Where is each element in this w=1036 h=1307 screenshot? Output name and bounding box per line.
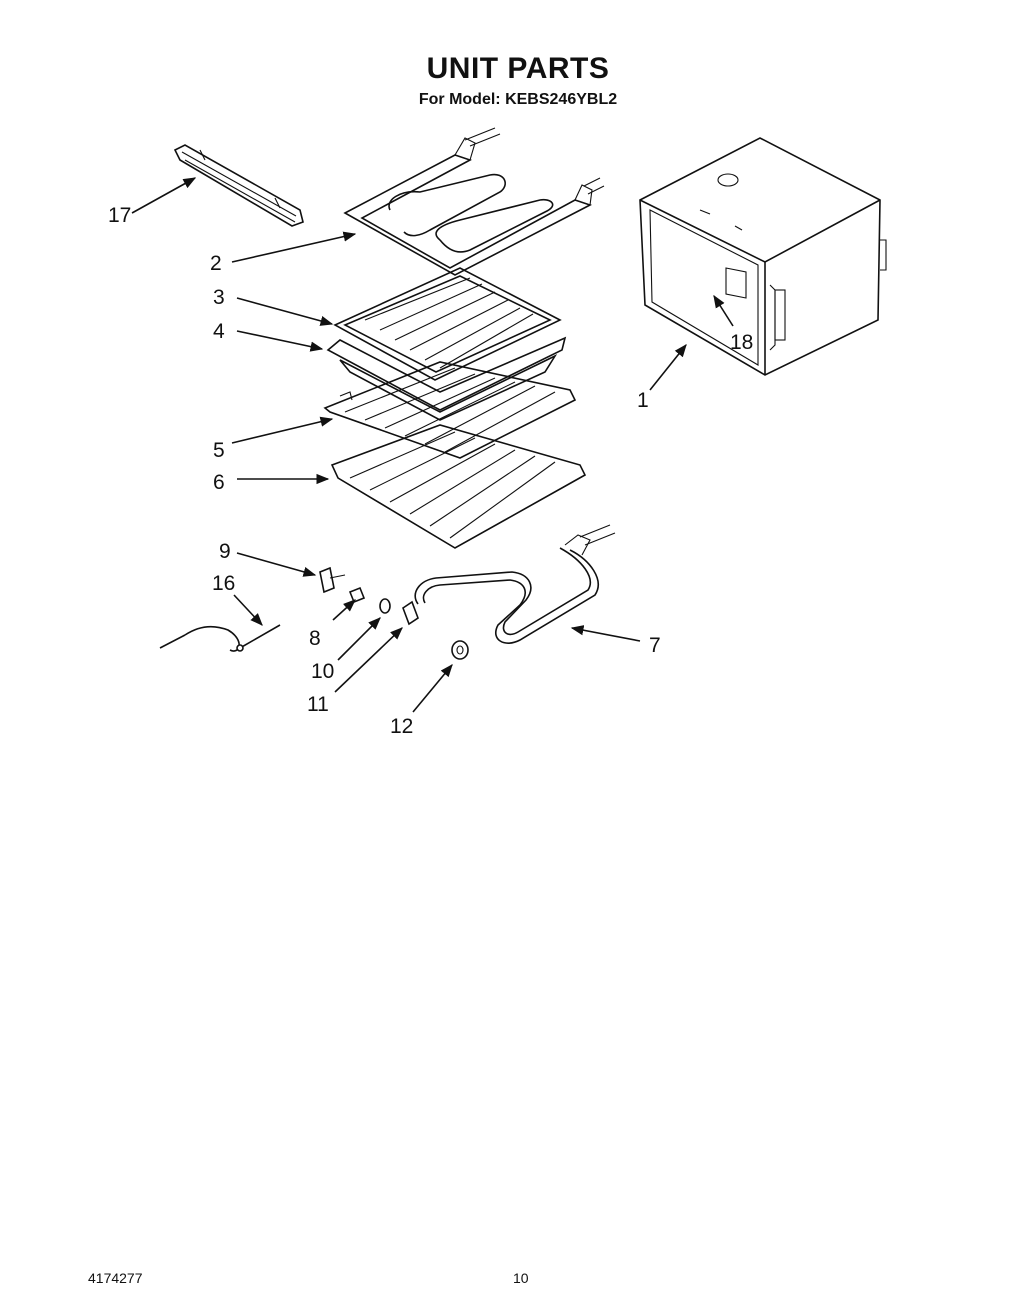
model-subtitle: For Model: KEBS246YBL2	[418, 91, 618, 108]
callout-17: 17	[108, 204, 131, 227]
callout-10: 10	[311, 660, 334, 683]
leader-lines	[131, 177, 734, 713]
callout-6: 6	[213, 471, 225, 494]
callout-11: 11	[307, 693, 329, 716]
part-17-bracket	[173, 144, 304, 227]
part-5-oven-rack	[323, 361, 577, 459]
page-title: UNIT PARTS	[426, 52, 610, 85]
part-8-sleeve	[348, 586, 366, 604]
part-16-sensor-probe	[159, 624, 281, 652]
page-number: 10	[513, 1270, 529, 1286]
part-3-broiler-grid	[333, 267, 562, 381]
callout-18: 18	[730, 331, 753, 354]
callout-1: 1	[637, 389, 649, 412]
callout-3: 3	[213, 286, 225, 309]
part-2-broil-element	[343, 127, 605, 276]
callout-9: 9	[219, 540, 231, 563]
callout-4: 4	[213, 320, 225, 343]
part-10-washer	[379, 598, 391, 614]
part-7-bake-element	[414, 524, 616, 644]
callout-2: 2	[210, 252, 222, 275]
part-4-broiler-pan	[326, 336, 567, 421]
callout-7: 7	[649, 634, 661, 657]
callout-12: 12	[390, 715, 413, 738]
callout-16: 16	[212, 572, 235, 595]
part-1-oven-cavity	[639, 137, 887, 376]
part-9-clip	[319, 566, 346, 594]
part-6-oven-rack	[330, 424, 587, 549]
callout-8: 8	[309, 627, 321, 650]
part-11-bracket	[402, 600, 419, 626]
part-12-nut	[451, 640, 469, 660]
callout-5: 5	[213, 439, 225, 462]
document-number: 4174277	[88, 1270, 143, 1286]
